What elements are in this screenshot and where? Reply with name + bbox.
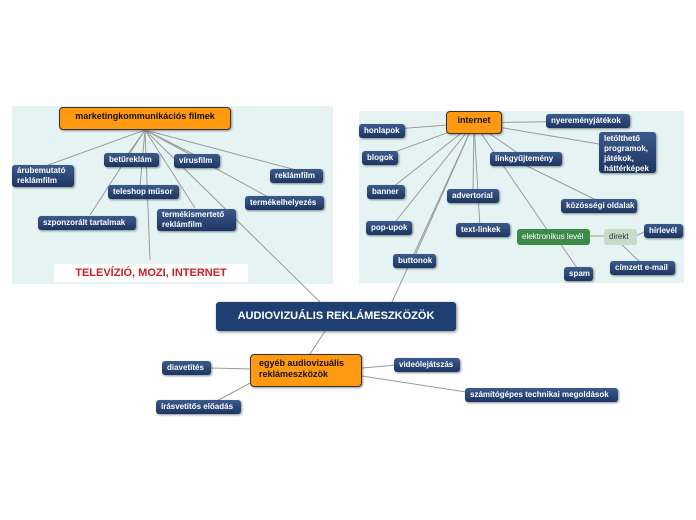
connector-line: [635, 231, 645, 237]
viral-film-node[interactable]: vírusfilm: [174, 154, 220, 168]
connector-line: [391, 122, 475, 227]
connector-line: [89, 129, 146, 216]
media-title-label: TELEVÍZIÓ, MOZI, INTERNET: [54, 264, 248, 282]
connector-line: [144, 129, 297, 171]
connector-line: [524, 164, 599, 202]
link-collection-node[interactable]: linkgyűjtemény: [490, 152, 562, 166]
letter-ad-node[interactable]: betűreklám: [104, 153, 159, 167]
product-demo-film-node[interactable]: árubemutató reklámfilm: [12, 165, 74, 187]
connector-line: [387, 122, 475, 192]
connector-line: [473, 122, 551, 235]
social-media-node[interactable]: közösségi oldalak: [561, 199, 637, 213]
sweepstakes-node[interactable]: nyereményjátékok: [546, 114, 630, 128]
product-placement-node[interactable]: termékelhelyezés: [245, 196, 324, 210]
connector-line: [473, 122, 481, 229]
internet-node[interactable]: internet: [446, 111, 502, 134]
connector-line: [619, 242, 641, 263]
downloadables-node[interactable]: letölthető programok, játékok, háttérkép…: [599, 132, 656, 173]
connector-line: [39, 129, 146, 169]
websites-node[interactable]: honlapok: [359, 124, 405, 138]
projector-presentation-node[interactable]: írásvetítős előadás: [156, 400, 241, 414]
advertorial-node[interactable]: advertorial: [447, 189, 499, 203]
connector-line: [209, 367, 253, 370]
computer-solutions-node[interactable]: számítógépes technikai megoldások: [465, 388, 618, 402]
sponsored-content-node[interactable]: szponzorált tartalmak: [38, 216, 136, 230]
banner-node[interactable]: banner: [367, 185, 405, 199]
connector-line: [214, 381, 253, 403]
connector-line: [361, 364, 398, 369]
slideshow-node[interactable]: diavetítés: [162, 361, 211, 375]
connector-line: [309, 330, 326, 355]
connector-line: [391, 122, 475, 303]
buttons-node[interactable]: buttonok: [393, 254, 436, 268]
video-playback-node[interactable]: videólejátszás: [394, 358, 460, 372]
email-node[interactable]: elektronikus levél: [517, 229, 590, 245]
direct-node[interactable]: direkt: [604, 229, 637, 245]
connector-line: [559, 242, 578, 269]
other-av-tools-node[interactable]: egyéb audiovizuális reklámeszközök: [250, 354, 362, 387]
teleshop-show-node[interactable]: teleshop műsor: [108, 185, 179, 199]
recipient-email-node[interactable]: címzett e-mail: [610, 261, 675, 275]
product-intro-film-node[interactable]: termékismertető reklámfilm: [157, 209, 236, 231]
connector-line: [144, 129, 196, 209]
spam-node[interactable]: spam: [564, 267, 593, 281]
central-topic-node[interactable]: AUDIOVIZUÁLIS REKLÁMESZKÖZÖK: [216, 302, 456, 331]
blogs-node[interactable]: blogok: [362, 151, 398, 165]
newsletter-node[interactable]: hírlevél: [644, 224, 683, 238]
popups-node[interactable]: pop-upok: [366, 221, 412, 235]
commercial-film-node[interactable]: reklámfilm: [270, 169, 323, 183]
text-links-node[interactable]: text-linkek: [456, 223, 510, 237]
connector-line: [472, 122, 475, 194]
marketing-films-node[interactable]: marketingkommunikációs filmek: [59, 107, 231, 130]
connector-line: [361, 375, 467, 393]
